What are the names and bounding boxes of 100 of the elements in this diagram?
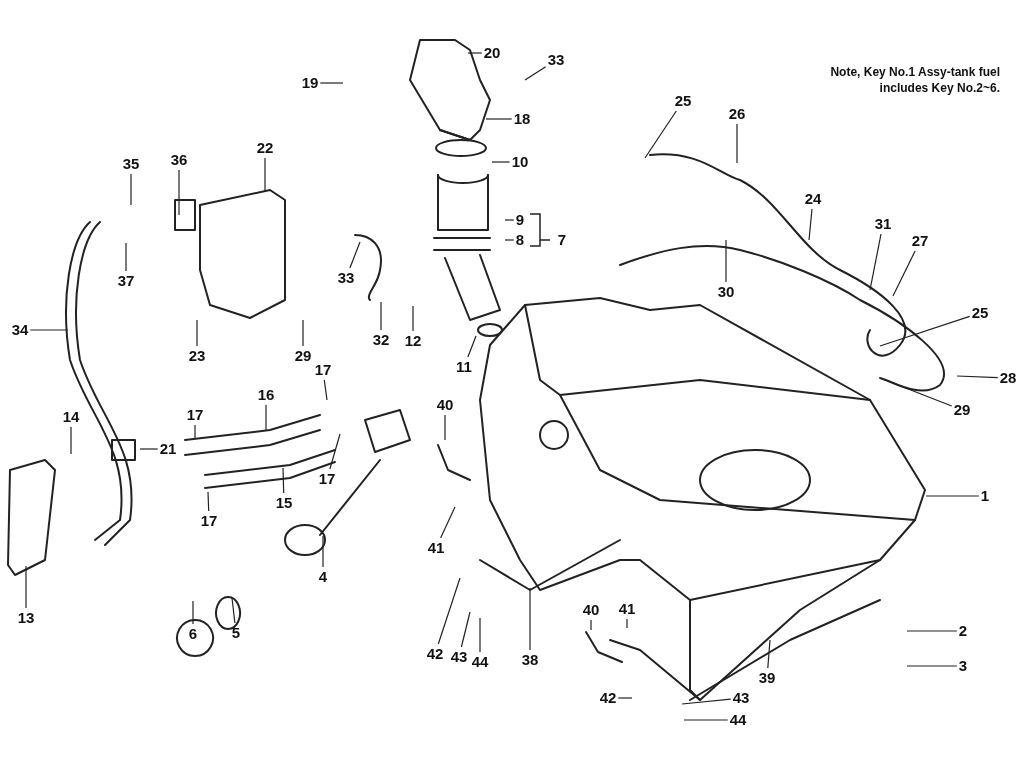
leader-line — [767, 639, 771, 669]
leader-line — [265, 404, 267, 431]
callout-number: 44 — [471, 654, 489, 670]
callout-number: 5 — [231, 625, 241, 641]
leader-line — [70, 426, 72, 455]
leader-line — [264, 157, 266, 193]
callout-number: 42 — [599, 690, 617, 706]
leader-line — [879, 377, 953, 407]
callout-number: 33 — [337, 270, 355, 286]
leader-line — [139, 448, 159, 450]
leader-line — [380, 301, 382, 331]
callout-number: 20 — [483, 45, 501, 61]
callout-number: 3 — [958, 658, 968, 674]
leader-line — [440, 506, 456, 539]
callout-number: 17 — [318, 471, 336, 487]
callout-number: 29 — [953, 402, 971, 418]
leader-line — [178, 169, 180, 216]
leader-line — [319, 82, 344, 84]
leader-line — [892, 250, 916, 297]
leader-line — [736, 123, 738, 164]
leader-line — [906, 665, 958, 667]
callout-number: 31 — [874, 216, 892, 232]
leader-line — [437, 577, 461, 645]
leader-line — [207, 491, 210, 512]
leader-line — [322, 535, 324, 568]
callout-number: 9 — [515, 212, 525, 228]
leader-line — [349, 241, 361, 269]
callout-number: 21 — [159, 441, 177, 457]
callout-number: 25 — [971, 305, 989, 321]
leader-line — [231, 597, 236, 624]
leader-line — [590, 619, 592, 631]
leader-line — [125, 242, 127, 272]
leader-line — [467, 335, 477, 358]
leader-line — [925, 495, 980, 497]
callout-number: 28 — [999, 370, 1017, 386]
leader-line — [467, 52, 483, 54]
leader-line — [485, 118, 513, 120]
leader-line — [491, 161, 511, 163]
leader-line — [479, 617, 481, 653]
callout-number: 40 — [582, 602, 600, 618]
callout-number: 2 — [958, 623, 968, 639]
leader-line — [529, 587, 531, 651]
callout-number: 42 — [426, 646, 444, 662]
leader-line — [808, 208, 813, 241]
leader-line — [412, 305, 414, 332]
leader-line — [130, 173, 132, 206]
leader-line — [869, 233, 882, 291]
callout-number: 40 — [436, 397, 454, 413]
callout-number: 44 — [729, 712, 747, 728]
callout-number: 6 — [188, 626, 198, 642]
leader-line — [681, 698, 732, 705]
leader-line — [192, 600, 194, 625]
callout-number: 41 — [427, 540, 445, 556]
callout-number: 38 — [521, 652, 539, 668]
callout-number: 33 — [547, 52, 565, 68]
callout-number: 1 — [980, 488, 990, 504]
callout-number: 43 — [450, 649, 468, 665]
note-text: Note, Key No.1 Assy-tank fuel includes Key No.2~6. — [829, 64, 1000, 96]
leader-line — [302, 319, 304, 347]
callout-number: 12 — [404, 333, 422, 349]
callout-number: 22 — [256, 140, 274, 156]
callout-number: 11 — [456, 359, 472, 375]
callout-number: 23 — [188, 348, 206, 364]
callout-number: 36 — [170, 152, 188, 168]
leader-line — [29, 329, 69, 331]
leader-line — [683, 719, 729, 721]
leader-line — [879, 315, 971, 347]
callout-number: 39 — [758, 670, 776, 686]
leader-line — [626, 618, 628, 629]
callout-number: 43 — [732, 690, 750, 706]
callout-number: 24 — [804, 191, 822, 207]
callout-number: 14 — [62, 409, 80, 425]
leader-line — [617, 697, 633, 699]
callout-number: 29 — [294, 348, 312, 364]
callout-number: 18 — [513, 111, 531, 127]
leader-line — [906, 630, 958, 632]
leader-line — [644, 110, 677, 159]
leader-line — [196, 319, 198, 347]
callout-number: 19 — [301, 75, 319, 91]
callout-number: 13 — [17, 610, 35, 626]
leader-line — [460, 611, 471, 648]
callout-number: 30 — [717, 284, 735, 300]
callout-number: 17 — [186, 407, 204, 423]
leader-line — [282, 467, 285, 494]
callout-number: 15 — [275, 495, 293, 511]
callout-number: 10 — [511, 154, 529, 170]
leader-line — [329, 433, 341, 470]
leader-line — [194, 424, 196, 439]
callout-number: 26 — [728, 106, 746, 122]
leader-line — [725, 239, 727, 283]
leader-line — [25, 565, 27, 609]
callout-number: 16 — [257, 387, 275, 403]
callout-number: 8 — [515, 232, 525, 248]
callout-number: 34 — [11, 322, 29, 338]
callout-number: 17 — [200, 513, 218, 529]
leader-line — [524, 66, 547, 81]
callout-number: 17 — [314, 362, 332, 378]
callout-number: 32 — [372, 332, 390, 348]
leader-line — [504, 239, 515, 241]
leader-line — [956, 375, 999, 379]
